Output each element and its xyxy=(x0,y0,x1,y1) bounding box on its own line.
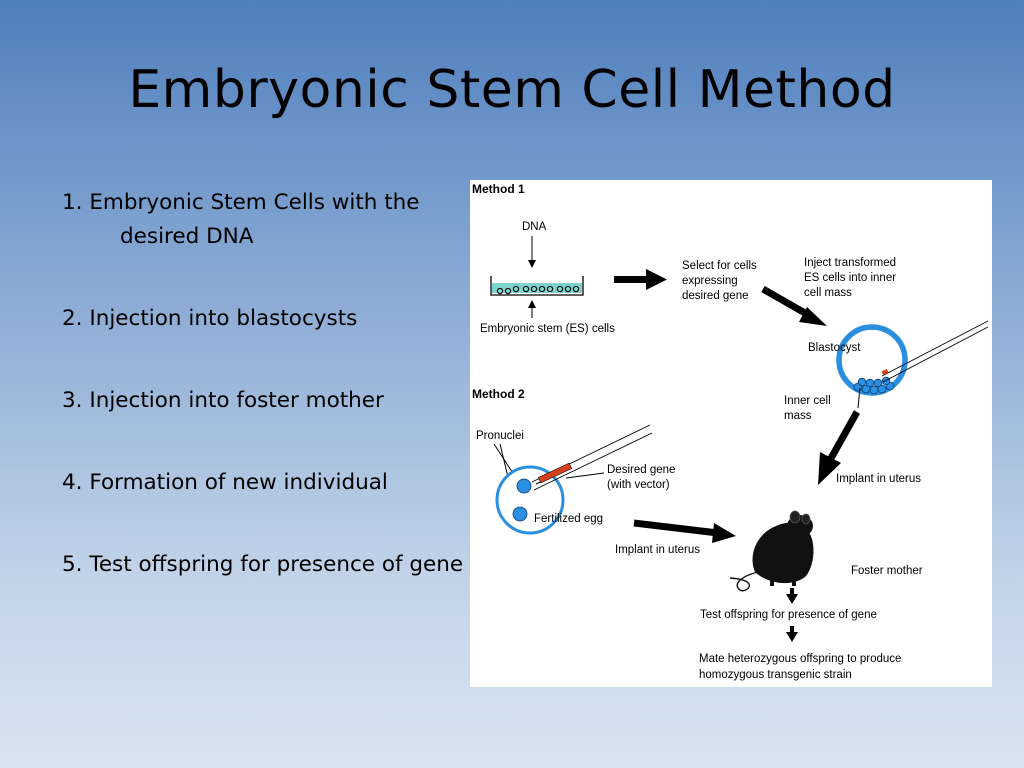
bullet-item-1: 1. Embryonic Stem Cells with the desired… xyxy=(62,186,420,254)
implant-uterus-label-1: Implant in uterus xyxy=(836,473,921,485)
bullet-2-text: 2. Injection into blastocysts xyxy=(62,306,358,331)
foster-mother-label: Foster mother xyxy=(851,565,923,577)
bullet-3-text: 3. Injection into foster mother xyxy=(62,388,384,413)
pronuclei-label: Pronuclei xyxy=(476,430,524,442)
desired-gene-label: Desired gene (with vector) xyxy=(607,464,679,491)
inner-cell-mass-label: Inner cell mass xyxy=(784,395,834,422)
bullet-1-line1: 1. Embryonic Stem Cells with the xyxy=(62,190,420,215)
inner-cell-mass-pointer xyxy=(857,387,861,409)
vector-pipette-icon xyxy=(531,424,653,491)
es-cells-label: Embryonic stem (ES) cells xyxy=(480,323,615,335)
figure-diagram: Method 1 DNA Embryonic stem (ES) cells S… xyxy=(472,182,989,681)
blastocyst-label: Blastocyst xyxy=(808,342,861,354)
bullet-item-4: 4. Formation of new individual xyxy=(62,466,388,500)
micropipette-icon xyxy=(881,320,989,383)
transgenic-method-figure: Method 1 DNA Embryonic stem (ES) cells S… xyxy=(470,180,992,687)
desired-gene-line1: Desired gene xyxy=(607,464,675,476)
bullet-1-line2: desired DNA xyxy=(120,224,254,249)
bold-arrow-egg-to-mouse xyxy=(633,519,736,543)
inner-cell-line2: mass xyxy=(784,410,812,422)
arrow-down-1 xyxy=(786,588,798,604)
implant-uterus-label-2: Implant in uterus xyxy=(615,544,700,556)
inject-line1: Inject transformed xyxy=(804,257,896,269)
inject-line3: cell mass xyxy=(804,287,852,299)
bullet-item-5: 5. Test offspring for presence of gene xyxy=(62,548,463,582)
method2-title: Method 2 xyxy=(472,387,525,401)
inject-transformed-label: Inject transformed ES cells into inner c… xyxy=(804,257,899,299)
arrow-down-2 xyxy=(786,626,798,642)
select-cells-label: Select for cells expressing desired gene xyxy=(682,260,760,302)
inject-line2: ES cells into inner xyxy=(804,272,896,284)
blastocyst-icon xyxy=(836,324,908,396)
mate-line1: Mate heterozygous offspring to produce xyxy=(699,653,901,665)
bold-arrow-to-mouse xyxy=(818,410,861,485)
slide-title: Embryonic Stem Cell Method xyxy=(128,60,896,120)
fertilized-egg-label: Fertilized egg xyxy=(534,513,603,525)
dna-label: DNA xyxy=(522,221,547,233)
mouse-icon xyxy=(729,510,814,592)
test-offspring-label: Test offspring for presence of gene xyxy=(700,609,877,621)
select-cells-line3: desired gene xyxy=(682,290,749,302)
bold-arrow-diagonal xyxy=(761,285,827,326)
mate-line2: homozygous transgenic strain xyxy=(699,669,852,681)
desired-gene-line2: (with vector) xyxy=(607,479,670,491)
inner-cell-line1: Inner cell xyxy=(784,395,831,407)
select-cells-line2: expressing xyxy=(682,275,738,287)
bullet-item-3: 3. Injection into foster mother xyxy=(62,384,384,418)
method1-title: Method 1 xyxy=(472,182,525,196)
desired-gene-pointer xyxy=(565,472,605,479)
bold-arrow-right xyxy=(614,269,667,290)
culture-dish-icon xyxy=(490,276,584,296)
select-cells-line1: Select for cells xyxy=(682,260,757,272)
bullet-4-text: 4. Formation of new individual xyxy=(62,470,388,495)
bullet-5-text: 5. Test offspring for presence of gene xyxy=(62,552,464,577)
mate-offspring-label: Mate heterozygous offspring to produce h… xyxy=(699,653,905,681)
bullet-item-2: 2. Injection into blastocysts xyxy=(62,302,357,336)
